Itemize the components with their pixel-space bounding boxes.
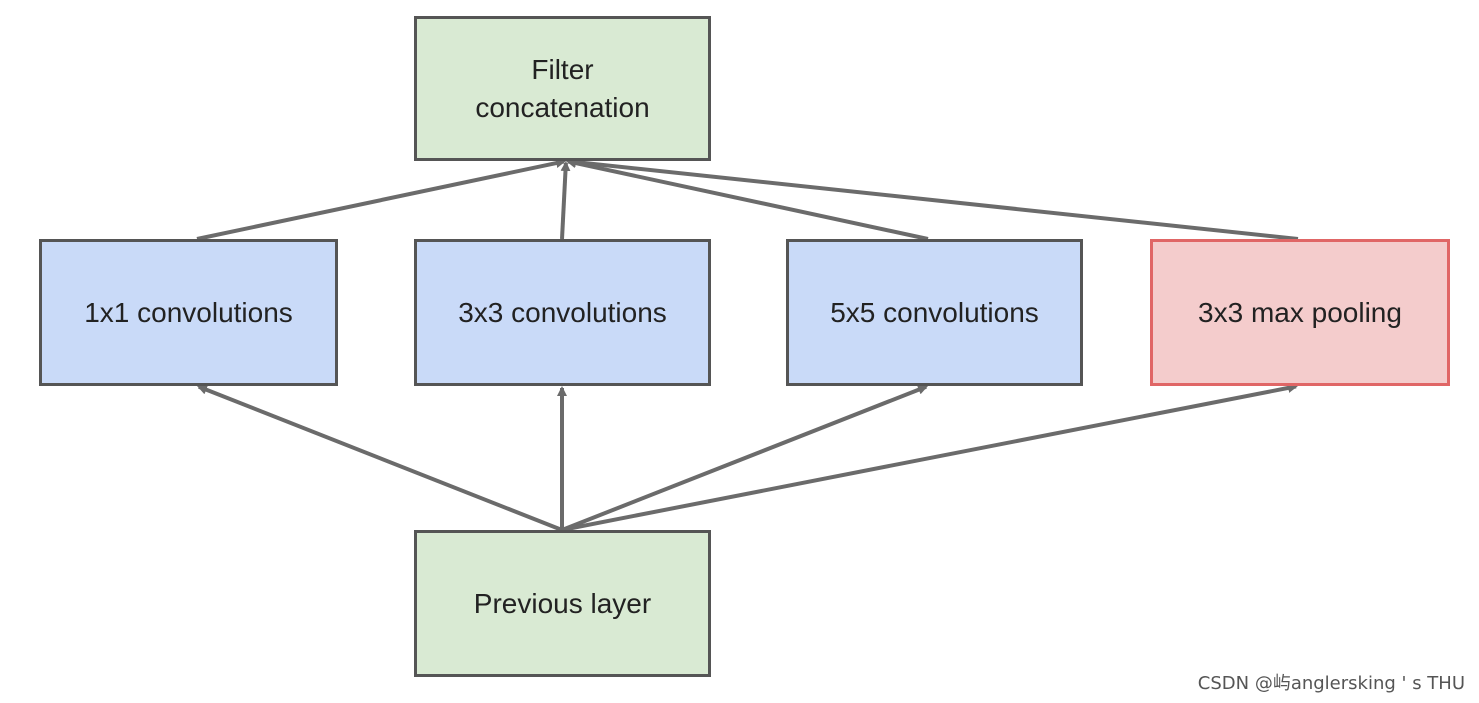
edge-previous-layer-to-conv-1x1 (196, 384, 563, 532)
edge-previous-layer-to-max-pool (561, 383, 1299, 532)
conv-5x5-node: 5x5 convolutions (786, 239, 1083, 386)
edge-conv-5x5-to-filter-concat (566, 158, 929, 241)
conv-5x5-label: 5x5 convolutions (830, 296, 1039, 328)
edge-conv-1x1-to-filter-concat (196, 158, 566, 241)
filter-concatenation-node: Filter concatenation (414, 16, 711, 161)
max-pooling-label: 3x3 max pooling (1198, 296, 1402, 328)
conv-3x3-node: 3x3 convolutions (414, 239, 711, 386)
conv-1x1-node: 1x1 convolutions (39, 239, 338, 386)
conv-1x1-label: 1x1 convolutions (84, 296, 293, 328)
edge-max-pool-to-filter-concat (566, 157, 1299, 241)
csdn-watermark: CSDN @屿anglersking ' s THU (1197, 673, 1465, 694)
previous-layer-node: Previous layer (414, 530, 711, 677)
max-pooling-node: 3x3 max pooling (1150, 239, 1450, 386)
filter-concatenation-label: Filter concatenation (475, 53, 650, 123)
previous-layer-label: Previous layer (473, 587, 652, 619)
edge-conv-3x3-to-filter-concat (560, 161, 571, 240)
edge-previous-layer-to-conv-5x5 (561, 384, 928, 532)
conv-3x3-label: 3x3 convolutions (458, 296, 667, 328)
